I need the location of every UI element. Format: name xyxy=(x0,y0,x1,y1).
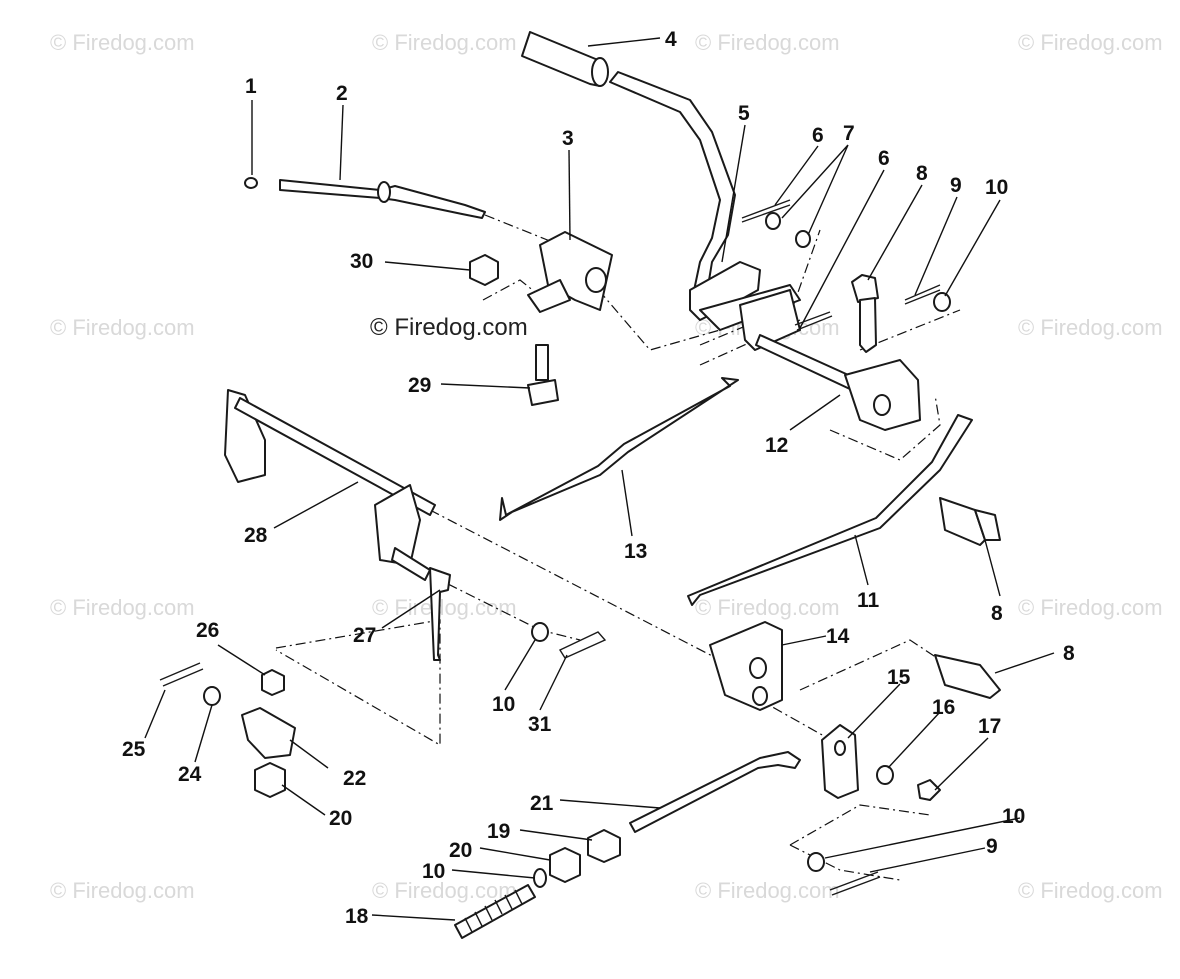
part-25-pin xyxy=(159,662,204,687)
part-28-cross-shaft xyxy=(224,389,436,581)
part-6-7-pins-washers xyxy=(741,199,951,331)
watermark: © Firedog.com xyxy=(50,595,195,620)
callout-25: 25 xyxy=(122,738,146,761)
watermark: © Firedog.com xyxy=(50,315,195,340)
part-22-pivot xyxy=(241,707,296,759)
part-20-nut-left xyxy=(254,762,286,798)
callout-14: 14 xyxy=(826,625,850,648)
part-19-nut xyxy=(587,829,621,863)
callout-10c: 10 xyxy=(422,860,445,883)
callout-8b: 8 xyxy=(991,602,1003,625)
part-5-bracket xyxy=(689,261,801,351)
callout-31: 31 xyxy=(528,713,552,736)
callout-5: 5 xyxy=(738,102,750,125)
part-11-long-rod xyxy=(687,414,973,606)
part-18-spring xyxy=(454,884,536,939)
callout-labels: 1 2 3 4 5 6 7 6 8 9 10 30 29 12 13 28 11… xyxy=(122,28,1075,928)
watermark: © Firedog.com xyxy=(1018,30,1163,55)
part-8-bolt-right xyxy=(939,497,1001,546)
part-1-cap xyxy=(244,177,258,189)
callout-1: 1 xyxy=(245,75,257,98)
watermark: © Firedog.com xyxy=(372,595,517,620)
watermark: © Firedog.com xyxy=(1018,315,1163,340)
watermark: © Firedog.com xyxy=(1018,878,1163,903)
callout-21: 21 xyxy=(530,792,554,815)
watermark: © Firedog.com xyxy=(50,30,195,55)
callout-17: 17 xyxy=(978,715,1001,738)
part-30-nut xyxy=(469,254,499,286)
callout-13: 13 xyxy=(624,540,647,563)
part-13-link-rod xyxy=(499,377,739,521)
callout-9: 9 xyxy=(950,174,962,197)
callout-20: 20 xyxy=(329,807,352,830)
part-8-bolt-lower xyxy=(934,654,1001,699)
watermark: © Firedog.com xyxy=(695,595,840,620)
watermark: © Firedog.com xyxy=(695,30,840,55)
leader-lines xyxy=(144,37,1055,921)
callout-9b: 9 xyxy=(986,835,998,858)
watermark: © Firedog.com xyxy=(1018,595,1163,620)
watermark: © Firedog.com xyxy=(372,30,517,55)
part-15-plate xyxy=(821,724,859,799)
part-27-eyebolt xyxy=(429,567,451,661)
part-9-pin-lower xyxy=(829,871,881,896)
callout-11: 11 xyxy=(857,589,880,612)
callout-30: 30 xyxy=(350,250,373,273)
callout-3: 3 xyxy=(562,127,574,150)
callout-2: 2 xyxy=(336,82,348,105)
part-2-rod xyxy=(279,179,486,219)
part-14-bracket xyxy=(709,621,783,711)
callout-6: 6 xyxy=(812,124,824,147)
callout-22: 22 xyxy=(343,767,366,790)
part-10-washer-lower xyxy=(807,852,825,872)
watermark: © Firedog.com xyxy=(372,878,517,903)
part-26-nut xyxy=(261,669,285,696)
callout-8c: 8 xyxy=(1063,642,1075,665)
callout-24: 24 xyxy=(178,763,202,786)
callout-10d: 10 xyxy=(1002,805,1025,828)
part-24-washer xyxy=(203,686,221,706)
part-17-clip xyxy=(917,779,941,801)
callout-8: 8 xyxy=(916,162,928,185)
callout-20b: 20 xyxy=(449,839,472,862)
callout-10: 10 xyxy=(985,176,1008,199)
part-29-bolt xyxy=(527,344,559,406)
callout-15: 15 xyxy=(887,666,911,689)
callout-12: 12 xyxy=(765,434,788,457)
callout-19: 19 xyxy=(487,820,510,843)
callout-29: 29 xyxy=(408,374,431,397)
part-10-washer-spring xyxy=(533,868,547,888)
watermark: © Firedog.com xyxy=(695,878,840,903)
part-3-bracket xyxy=(527,231,613,313)
callout-4: 4 xyxy=(665,28,677,51)
callout-26: 26 xyxy=(196,619,219,642)
part-10-washer-mid xyxy=(531,622,549,642)
watermark-layer: © Firedog.com © Firedog.com © Firedog.co… xyxy=(50,30,1163,903)
part-12-shaft xyxy=(755,334,921,431)
callout-16: 16 xyxy=(932,696,955,719)
part-8-bolt-top xyxy=(851,274,879,353)
callout-18: 18 xyxy=(345,905,369,928)
watermark: © Firedog.com xyxy=(50,878,195,903)
part-20-nut-lower xyxy=(549,847,581,883)
callout-28: 28 xyxy=(244,524,268,547)
part-16-washer xyxy=(876,765,894,785)
part-21-threaded-rod xyxy=(629,751,801,833)
callout-10b: 10 xyxy=(492,693,515,716)
main-watermark: © Firedog.com xyxy=(370,314,528,341)
part-31-pin xyxy=(558,631,607,659)
callout-7: 7 xyxy=(843,122,855,145)
callout-27: 27 xyxy=(353,624,376,647)
callout-6b: 6 xyxy=(878,147,890,170)
